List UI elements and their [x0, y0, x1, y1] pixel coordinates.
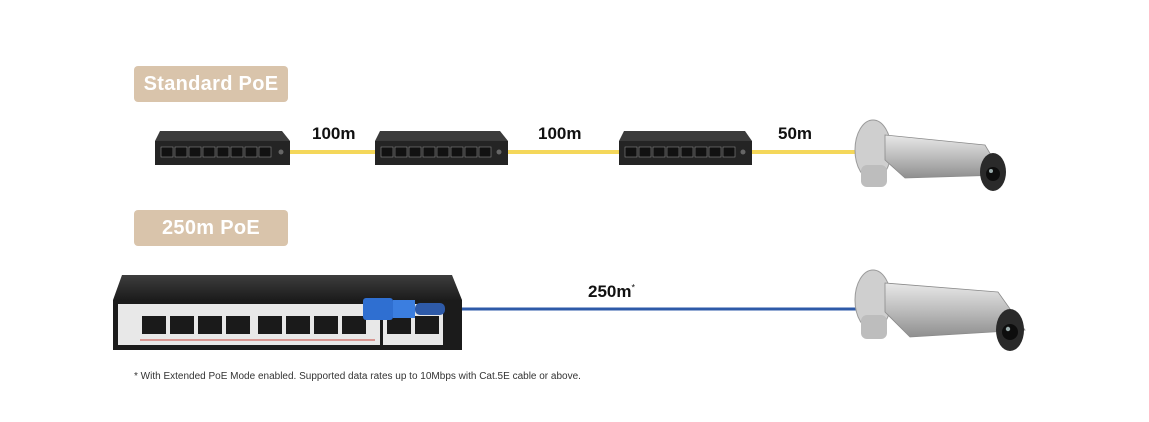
- ip-camera-icon: [854, 119, 1006, 191]
- distance-label: 50m: [778, 124, 813, 143]
- distance-value: 250m: [588, 282, 632, 301]
- network-switch-icon: [375, 131, 508, 165]
- network-switch-icon: [155, 131, 290, 165]
- distance-label-250m: 250m*: [588, 282, 635, 302]
- distance-label: 100m: [538, 124, 582, 143]
- ethernet-plug-icon: [363, 298, 445, 320]
- distance-label: 100m: [312, 124, 356, 143]
- ip-camera-icon: [854, 269, 1026, 351]
- extended-poe-label: 250m PoE: [134, 210, 288, 246]
- standard-poe-label: Standard PoE: [134, 66, 288, 102]
- footnote-mark: *: [631, 282, 635, 293]
- footnote: * With Extended PoE Mode enabled. Suppor…: [134, 371, 581, 382]
- network-switch-icon: [619, 131, 752, 165]
